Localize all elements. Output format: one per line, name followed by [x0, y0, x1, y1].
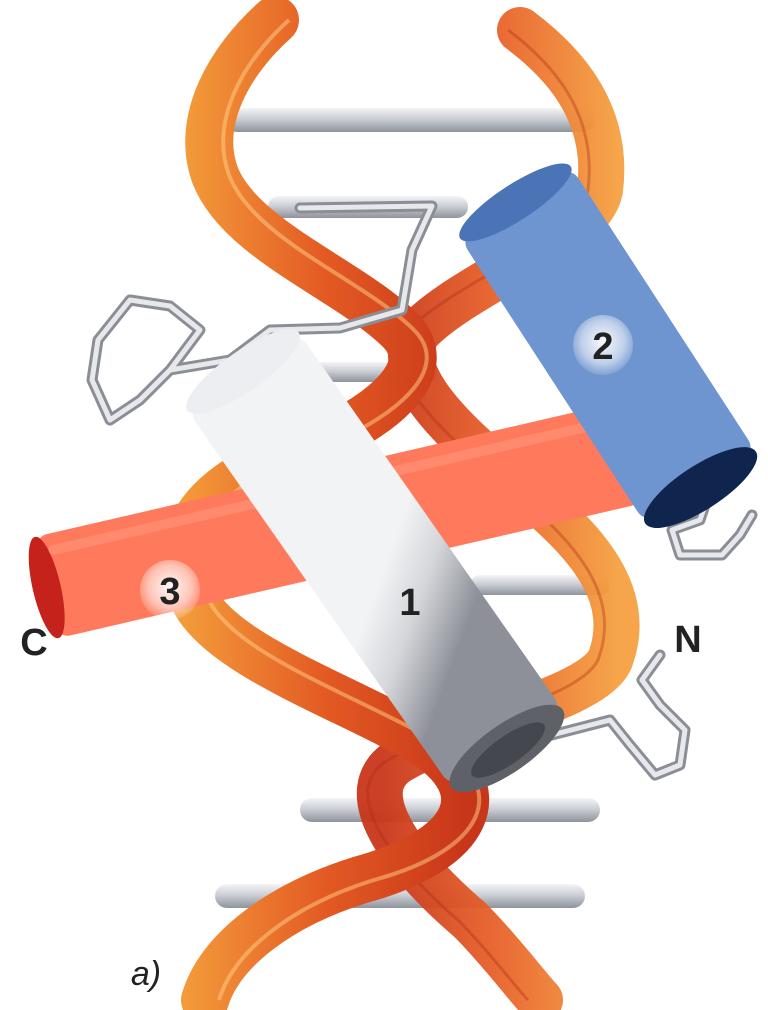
- helix-2-label: 2: [592, 326, 613, 368]
- helix-3-label: 3: [159, 571, 180, 613]
- c-terminus-label: C: [20, 622, 47, 664]
- n-terminus-label: N: [674, 619, 701, 661]
- helix-1-label: 1: [399, 582, 420, 624]
- panel-label: a): [131, 955, 161, 993]
- base-pair: [225, 108, 595, 132]
